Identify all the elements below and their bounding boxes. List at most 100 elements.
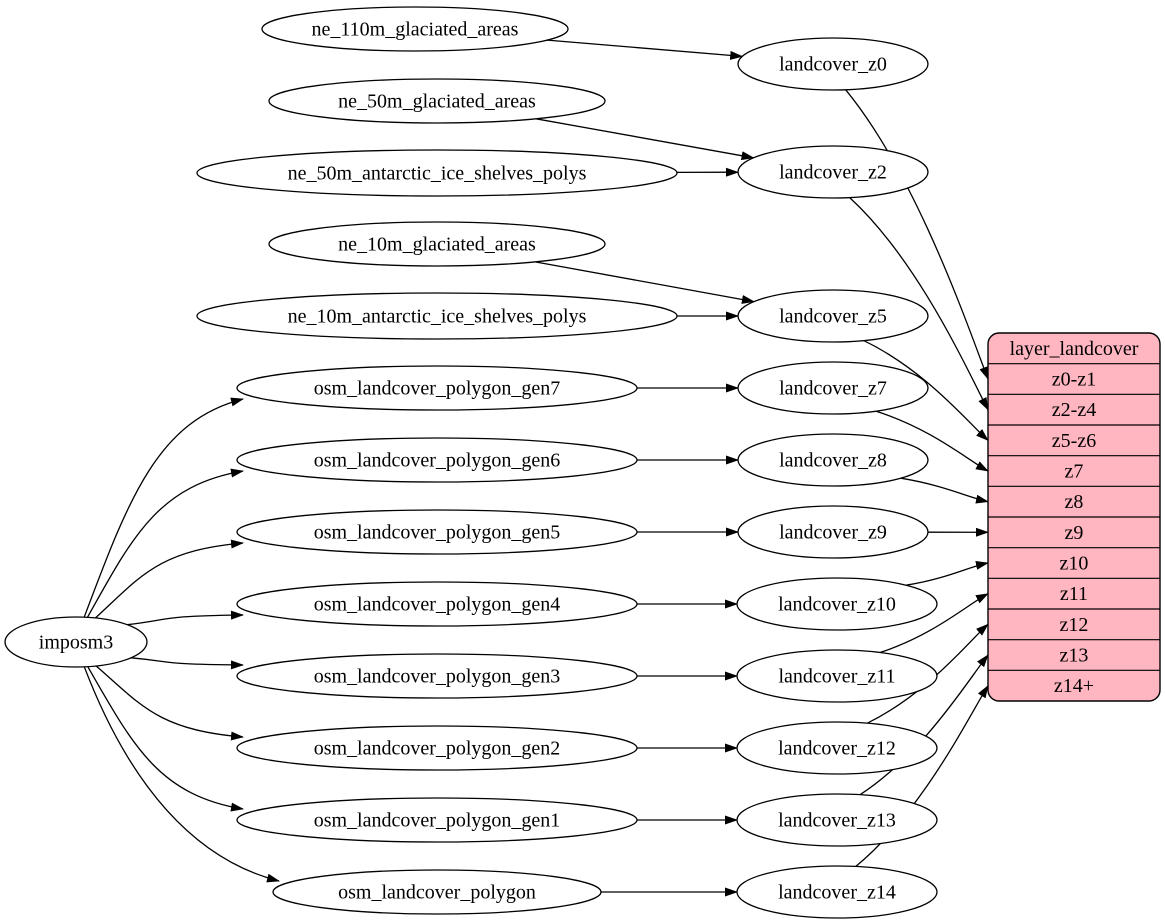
record-row-label-z7: z7 (1065, 461, 1084, 483)
record-node-layer_landcover: layer_landcoverz0-z1z2-z4z5-z6z7z8z9z10z… (987, 332, 1161, 702)
node-landcover_z0: landcover_z0 (737, 37, 929, 91)
node-label-landcover_z13: landcover_z13 (778, 810, 896, 832)
node-osm_landcover_polygon_gen6: osm_landcover_polygon_gen6 (236, 437, 638, 483)
node-ellipse-ne_110m_glaciated_areas (261, 6, 569, 52)
node-ne_10m_antarctic_ice_shelves_polys: ne_10m_antarctic_ice_shelves_polys (196, 292, 678, 340)
node-ellipse-landcover_z7 (737, 361, 929, 415)
node-ellipse-osm_landcover_polygon (272, 869, 602, 915)
node-imposm3: imposm3 (4, 616, 148, 668)
edge-imposm3-to-osm_landcover_polygon_gen5 (94, 539, 244, 619)
node-label-landcover_z5: landcover_z5 (779, 306, 887, 328)
node-ellipse-landcover_z5 (737, 289, 929, 343)
node-ne_50m_glaciated_areas: ne_50m_glaciated_areas (268, 78, 606, 124)
node-ellipse-landcover_z0 (737, 37, 929, 91)
edge-imposm3-to-osm_landcover_polygon_gen4 (127, 610, 244, 626)
node-label-ne_10m_glaciated_areas: ne_10m_glaciated_areas (338, 234, 536, 256)
node-landcover_z9: landcover_z9 (737, 505, 929, 559)
record-row-label-z13: z13 (1060, 645, 1089, 667)
node-label-osm_landcover_polygon: osm_landcover_polygon (338, 882, 536, 904)
node-ellipse-landcover_z13 (736, 793, 938, 847)
node-ellipse-landcover_z2 (737, 145, 929, 199)
node-label-landcover_z2: landcover_z2 (779, 162, 887, 184)
node-ellipse-ne_50m_glaciated_areas (268, 78, 606, 124)
node-ellipse-landcover_z12 (736, 721, 938, 775)
node-label-ne_10m_antarctic_ice_shelves_polys: ne_10m_antarctic_ice_shelves_polys (288, 306, 587, 328)
node-label-osm_landcover_polygon_gen3: osm_landcover_polygon_gen3 (314, 666, 561, 688)
node-ellipse-landcover_z11 (736, 649, 938, 703)
node-ellipse-ne_10m_antarctic_ice_shelves_polys (196, 292, 678, 340)
node-label-landcover_z0: landcover_z0 (779, 54, 887, 76)
node-ellipse-osm_landcover_polygon_gen5 (236, 509, 638, 555)
edge-landcover_z0-to-z0-z1 (845, 89, 989, 380)
record-row-label-z11: z11 (1060, 583, 1088, 605)
edge-landcover_z2-to-z2-z4 (849, 197, 989, 411)
node-landcover_z8: landcover_z8 (737, 433, 929, 487)
node-label-landcover_z7: landcover_z7 (779, 378, 887, 400)
record-row-label-z2-z4: z2-z4 (1052, 399, 1096, 421)
node-ellipse-osm_landcover_polygon_gen1 (236, 797, 638, 843)
node-label-landcover_z8: landcover_z8 (779, 450, 887, 472)
node-ellipse-osm_landcover_polygon_gen3 (236, 653, 638, 699)
record-row-label-z14+: z14+ (1054, 675, 1094, 697)
node-landcover_z13: landcover_z13 (736, 793, 938, 847)
edge-landcover_z10-to-z10 (906, 560, 989, 586)
node-ne_10m_glaciated_areas: ne_10m_glaciated_areas (268, 221, 606, 267)
node-osm_landcover_polygon_gen1: osm_landcover_polygon_gen1 (236, 797, 638, 843)
node-ellipse-osm_landcover_polygon_gen4 (236, 581, 638, 627)
edge-imposm3-to-osm_landcover_polygon_gen1 (87, 666, 244, 812)
edge-imposm3-to-osm_landcover_polygon (83, 666, 280, 883)
edge-landcover_z11-to-z11 (879, 593, 989, 654)
node-osm_landcover_polygon_gen3: osm_landcover_polygon_gen3 (236, 653, 638, 699)
node-label-osm_landcover_polygon_gen6: osm_landcover_polygon_gen6 (314, 450, 561, 472)
node-landcover_z5: landcover_z5 (737, 289, 929, 343)
node-ellipse-landcover_z10 (736, 577, 938, 631)
node-ne_50m_antarctic_ice_shelves_polys: ne_50m_antarctic_ice_shelves_polys (196, 149, 678, 197)
node-osm_landcover_polygon: osm_landcover_polygon (272, 869, 602, 915)
node-osm_landcover_polygon_gen7: osm_landcover_polygon_gen7 (236, 365, 638, 411)
edges-layer (83, 39, 989, 897)
node-ellipse-ne_10m_glaciated_areas (268, 221, 606, 267)
node-landcover_z14: landcover_z14 (736, 865, 938, 919)
node-label-landcover_z12: landcover_z12 (778, 738, 896, 760)
node-label-landcover_z14: landcover_z14 (778, 882, 896, 904)
edge-imposm3-to-osm_landcover_polygon_gen2 (95, 665, 244, 741)
edge-landcover_z13-to-z13 (859, 654, 989, 796)
node-label-ne_50m_glaciated_areas: ne_50m_glaciated_areas (338, 91, 536, 113)
record-row-label-z8: z8 (1065, 491, 1084, 513)
node-label-landcover_z11: landcover_z11 (779, 666, 896, 688)
node-ne_110m_glaciated_areas: ne_110m_glaciated_areas (261, 6, 569, 52)
node-label-landcover_z10: landcover_z10 (778, 594, 896, 616)
node-label-osm_landcover_polygon_gen1: osm_landcover_polygon_gen1 (314, 810, 561, 832)
edge-ne_110m_glaciated_areas-to-landcover_z0 (547, 39, 744, 60)
node-label-landcover_z9: landcover_z9 (779, 522, 887, 544)
edge-landcover_z5-to-z5-z6 (863, 340, 989, 441)
node-label-osm_landcover_polygon_gen7: osm_landcover_polygon_gen7 (314, 378, 561, 400)
record-row-label-z9: z9 (1065, 522, 1084, 544)
edge-ne_50m_glaciated_areas-to-landcover_z2 (535, 118, 755, 161)
node-ellipse-ne_50m_antarctic_ice_shelves_polys (196, 149, 678, 197)
node-label-imposm3: imposm3 (39, 632, 113, 654)
node-ellipse-landcover_z14 (736, 865, 938, 919)
node-ellipse-osm_landcover_polygon_gen7 (236, 365, 638, 411)
edge-landcover_z14-to-z14+ (855, 684, 989, 868)
node-ellipse-landcover_z8 (737, 433, 929, 487)
edge-ne_10m_glaciated_areas-to-landcover_z5 (535, 261, 755, 304)
node-label-ne_50m_antarctic_ice_shelves_polys: ne_50m_antarctic_ice_shelves_polys (288, 163, 587, 185)
node-landcover_z11: landcover_z11 (736, 649, 938, 703)
edge-landcover_z8-to-z8 (900, 477, 989, 504)
record-row-label-z0-z1: z0-z1 (1052, 369, 1096, 391)
node-label-ne_110m_glaciated_areas: ne_110m_glaciated_areas (312, 19, 519, 41)
node-ellipse-osm_landcover_polygon_gen2 (236, 725, 638, 771)
node-landcover_z7: landcover_z7 (737, 361, 929, 415)
node-osm_landcover_polygon_gen5: osm_landcover_polygon_gen5 (236, 509, 638, 555)
node-label-osm_landcover_polygon_gen4: osm_landcover_polygon_gen4 (314, 594, 561, 616)
node-osm_landcover_polygon_gen2: osm_landcover_polygon_gen2 (236, 725, 638, 771)
record-row-label-z10: z10 (1060, 553, 1089, 575)
edge-imposm3-to-osm_landcover_polygon_gen6 (86, 468, 244, 618)
edge-landcover_z12-to-z12 (867, 623, 989, 724)
edge-imposm3-to-osm_landcover_polygon_gen3 (130, 657, 244, 670)
record-row-label-z12: z12 (1060, 614, 1089, 636)
node-landcover_z12: landcover_z12 (736, 721, 938, 775)
node-ellipse-imposm3 (4, 616, 148, 668)
